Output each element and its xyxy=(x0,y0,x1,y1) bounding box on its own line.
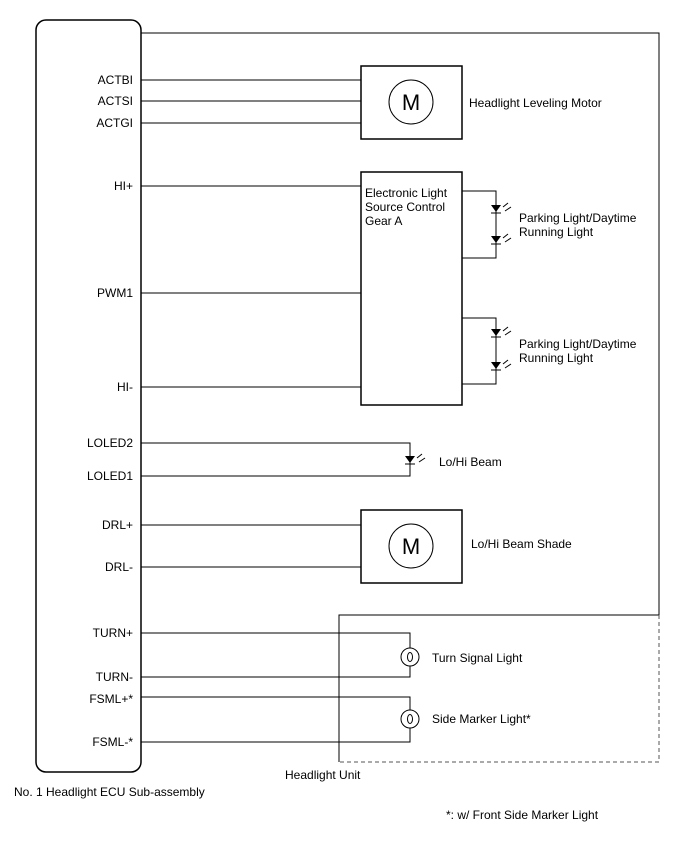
leveling-motor-box xyxy=(360,65,463,140)
pin-label: HI- xyxy=(117,380,133,394)
gear-label-line-1: Electronic Light xyxy=(365,186,448,200)
ecu-pins: ACTBI ACTSI ACTGI HI+ PWM1 HI- LOLED2 LO… xyxy=(87,73,133,749)
motor-icon xyxy=(388,79,434,125)
pin-label: LOLED2 xyxy=(87,436,133,450)
pin-label: TURN+ xyxy=(93,626,133,640)
parking-light-2-line-2: Running Light xyxy=(519,351,594,365)
pin-label: ACTSI xyxy=(98,94,133,108)
headlight-unit-label: Headlight Unit xyxy=(285,768,361,782)
ecu-name-label: No. 1 Headlight ECU Sub-assembly xyxy=(14,785,205,799)
pin-label: ACTBI xyxy=(98,73,133,87)
pin-label: ACTGI xyxy=(96,116,133,130)
parking-light-2-line-1: Parking Light/Daytime xyxy=(519,337,637,351)
pin-label: FSML-* xyxy=(92,735,133,749)
wires xyxy=(141,79,497,743)
headlight-unit-outline-optional xyxy=(339,615,660,763)
led-icon xyxy=(491,202,512,214)
pin-label: DRL+ xyxy=(102,518,133,532)
gear-label-line-3: Gear A xyxy=(365,214,402,228)
gear-a-box xyxy=(360,171,463,406)
side-marker-label: Side Marker Light* xyxy=(432,712,531,726)
beam-shade-box xyxy=(360,509,463,584)
pin-label: PWM1 xyxy=(97,286,133,300)
pin-label: HI+ xyxy=(114,179,133,193)
ecu-box xyxy=(35,19,142,773)
pin-label: LOLED1 xyxy=(87,469,133,483)
lohi-beam-label: Lo/Hi Beam xyxy=(439,455,502,469)
parking-light-1-line-2: Running Light xyxy=(519,225,594,239)
parking-light-1-line-1: Parking Light/Daytime xyxy=(519,211,637,225)
pin-label: DRL- xyxy=(105,560,133,574)
leveling-motor-symbol: M xyxy=(402,90,420,115)
bulb-icon xyxy=(400,647,420,667)
beam-shade-symbol: M xyxy=(402,534,420,559)
beam-shade-label: Lo/Hi Beam Shade xyxy=(471,537,572,551)
led-icon xyxy=(491,233,512,245)
led-icon xyxy=(405,453,426,465)
pin-label: TURN- xyxy=(96,670,133,684)
led-icon xyxy=(491,359,512,371)
gear-label-line-2: Source Control xyxy=(365,200,445,214)
turn-signal-label: Turn Signal Light xyxy=(432,651,523,665)
pin-label: FSML+* xyxy=(89,692,133,706)
bulb-icon xyxy=(400,709,420,729)
leveling-motor-label: Headlight Leveling Motor xyxy=(469,96,602,110)
footnote: *: w/ Front Side Marker Light xyxy=(446,808,599,822)
motor-icon xyxy=(388,523,434,569)
led-icon xyxy=(491,326,512,338)
